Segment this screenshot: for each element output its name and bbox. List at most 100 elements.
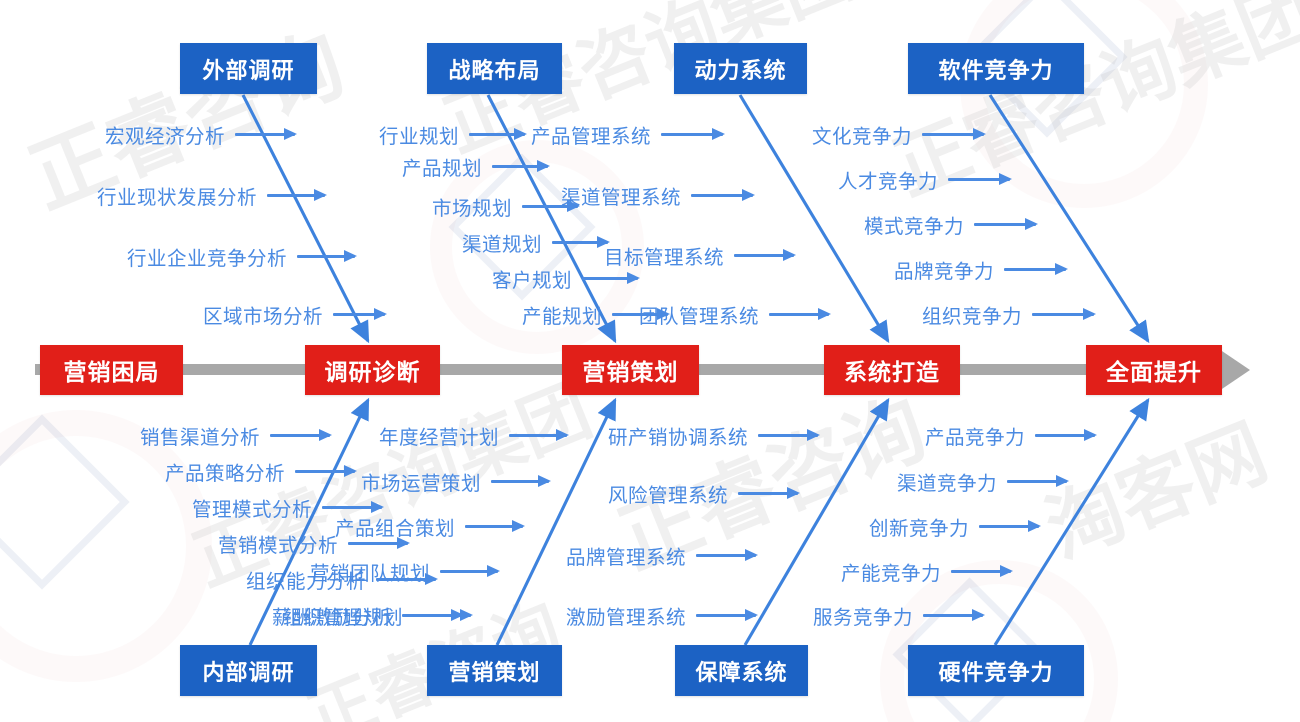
branch-top-2-item-1[interactable]: 渠道管理系统 [561,181,756,210]
branch-top-2-header[interactable]: 动力系统 [674,43,807,94]
arrow-right-icon [469,128,527,140]
spine-node-2[interactable]: 营销策划 [562,345,699,395]
branch-bottom-3-item-1[interactable]: 渠道竞争力 [897,467,1070,496]
spine-node-4[interactable]: 全面提升 [1086,345,1222,395]
arrow-right-icon [979,520,1042,532]
item-label: 组织管理规划 [283,607,404,629]
spine-node-0[interactable]: 营销困局 [40,345,183,395]
arrow-right-icon [661,128,726,140]
branch-label: 动力系统 [694,57,787,83]
branch-top-2-item-3[interactable]: 团队管理系统 [639,300,832,329]
branch-bottom-2-item-1[interactable]: 风险管理系统 [608,479,801,508]
branch-bottom-0-item-2[interactable]: 管理模式分析 [191,493,384,522]
item-label: 品牌管理系统 [566,547,687,569]
arrow-right-icon [1035,429,1098,441]
branch-bottom-3-header[interactable]: 硬件竞争力 [908,645,1084,696]
branch-bottom-1-item-3[interactable]: 营销团队规划 [310,557,501,586]
branch-bottom-1-item-1[interactable]: 市场运营策划 [361,467,552,496]
arrow-right-icon [769,308,832,320]
branch-label: 软件竞争力 [938,57,1054,83]
branch-bottom-3-item-0[interactable]: 产品竞争力 [925,421,1098,450]
arrow-right-icon [951,565,1014,577]
branch-bottom-0-item-3[interactable]: 营销模式分析 [217,529,410,558]
branch-top-1-item-2[interactable]: 市场规划 [432,192,580,221]
arrow-right-icon [348,537,410,549]
item-label: 产品组合策划 [335,518,456,540]
arrow-right-icon [612,308,670,320]
branch-top-3-item-1[interactable]: 人才竞争力 [838,165,1013,194]
branch-bottom-1-item-4[interactable]: 组织管理规划 [283,601,474,630]
item-label: 产能竞争力 [841,563,942,585]
branch-label: 硬件竞争力 [938,659,1054,685]
branch-top-3-item-4[interactable]: 组织竞争力 [922,300,1097,329]
branch-bottom-0-item-0[interactable]: 销售渠道分析 [140,421,332,450]
spine-node-label: 营销困局 [63,359,160,385]
item-label: 管理模式分析 [191,499,312,521]
spine-node-label: 系统打造 [844,359,940,385]
arrow-right-icon [465,520,526,532]
branch-bottom-1-item-0[interactable]: 年度经营计划 [379,421,570,450]
arrow-right-icon [295,465,357,477]
arrow-right-icon [1004,263,1069,275]
item-label: 产品管理系统 [531,126,652,148]
branch-top-0-header[interactable]: 外部调研 [180,43,317,94]
item-label: 区域市场分析 [202,306,323,328]
branch-label: 战略布局 [448,57,541,83]
item-label: 服务竞争力 [813,607,914,629]
item-label: 创新竞争力 [869,518,970,540]
item-label: 营销模式分析 [217,535,338,557]
arrow-right-icon [491,475,552,487]
branch-top-1-item-0[interactable]: 行业规划 [379,120,527,149]
spine-node-label: 全面提升 [1106,359,1202,385]
arrow-right-icon [235,128,297,140]
branch-bottom-3-item-4[interactable]: 服务竞争力 [813,601,986,630]
branch-bottom-1-item-2[interactable]: 产品组合策划 [335,512,526,541]
arrow-right-icon [974,218,1039,230]
branch-top-3-header[interactable]: 软件竞争力 [908,43,1084,94]
branch-top-1-item-1[interactable]: 产品规划 [402,152,550,181]
branch-bottom-2-item-0[interactable]: 研产销协调系统 [608,421,821,450]
branch-top-3-item-2[interactable]: 模式竞争力 [864,210,1039,239]
item-label: 行业现状发展分析 [96,187,257,209]
branch-top-1-item-4[interactable]: 客户规划 [491,264,640,293]
branch-bottom-3-item-2[interactable]: 创新竞争力 [869,512,1042,541]
branch-top-0-item-2[interactable]: 行业企业竞争分析 [127,242,357,271]
branch-bottom-1-header[interactable]: 营销策划 [427,645,562,696]
arrow-right-icon [696,549,759,561]
branch-top-1-item-3[interactable]: 渠道规划 [462,228,610,257]
arrow-right-icon [413,609,474,621]
spine-node-3[interactable]: 系统打造 [824,345,960,395]
arrow-right-icon [492,160,550,172]
branch-bottom-3-item-3[interactable]: 产能竞争力 [841,557,1014,586]
branch-label: 外部调研 [202,57,295,83]
branch-top-1-item-5[interactable]: 产能规划 [522,300,670,329]
branch-top-3-item-3[interactable]: 品牌竞争力 [894,255,1069,284]
arrow-right-icon [440,565,501,577]
branch-bottom-2-header[interactable]: 保障系统 [675,645,808,696]
branch-top-3-item-0[interactable]: 文化竞争力 [812,120,987,149]
arrow-right-icon [267,189,327,201]
branch-top-0-item-3[interactable]: 区域市场分析 [202,300,387,329]
branch-top-2-item-0[interactable]: 产品管理系统 [531,120,726,149]
spine-node-1[interactable]: 调研诊断 [305,345,440,395]
item-label: 市场运营策划 [361,473,482,495]
arrow-right-icon [333,308,387,320]
branch-bottom-0-header[interactable]: 内部调研 [180,645,317,696]
branch-bottom-2-item-3[interactable]: 激励管理系统 [566,601,759,630]
arrow-right-icon [376,573,438,585]
arrow-right-icon [691,189,756,201]
arrow-right-icon [738,487,801,499]
item-label: 文化竞争力 [812,126,913,148]
branch-top-0-item-0[interactable]: 宏观经济分析 [105,120,297,149]
item-label: 激励管理系统 [566,607,687,629]
item-label: 客户规划 [491,270,572,292]
item-label: 产品竞争力 [925,427,1026,449]
branch-bottom-0-item-1[interactable]: 产品策略分析 [165,457,357,486]
branch-top-0-item-1[interactable]: 行业现状发展分析 [96,181,327,210]
branch-bottom-2-item-2[interactable]: 品牌管理系统 [566,541,759,570]
branch-top-1-header[interactable]: 战略布局 [427,43,562,94]
item-label: 组织竞争力 [922,306,1023,328]
branch-top-2-item-2[interactable]: 目标管理系统 [604,241,797,270]
arrow-right-icon [948,173,1013,185]
branch-bottom-0-item-4[interactable]: 组织能力分析 [246,565,438,594]
